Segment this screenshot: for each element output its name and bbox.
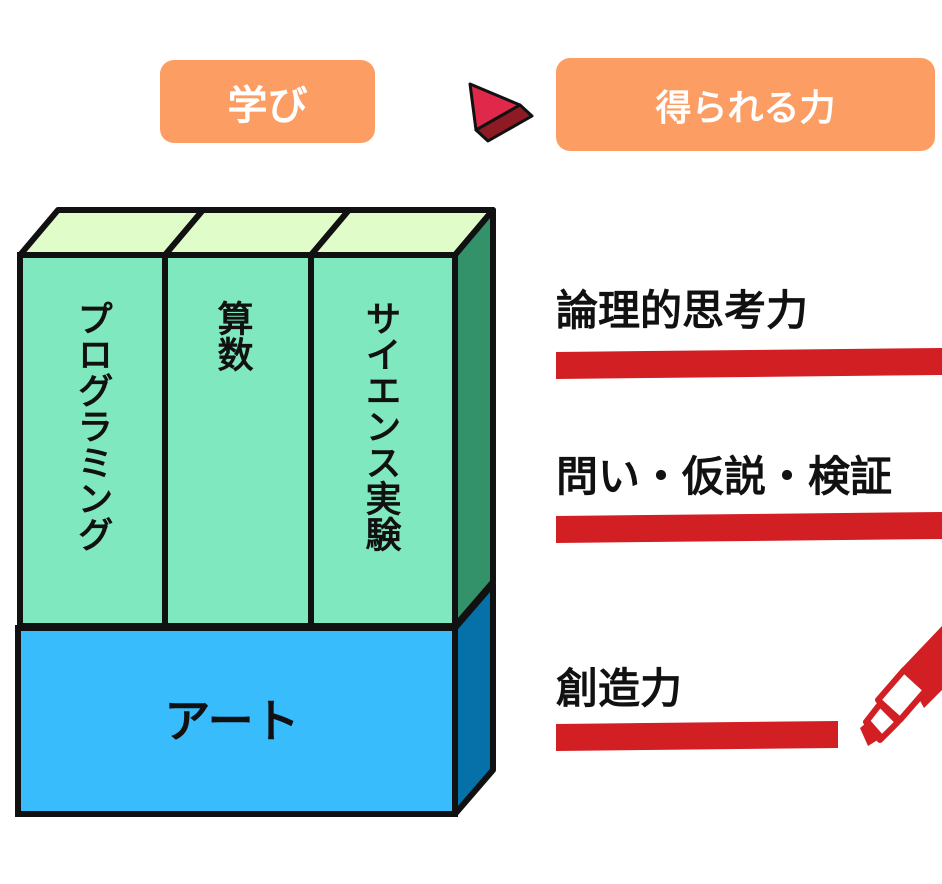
skill-label-question-hypothesis: 問い・仮説・検証 bbox=[556, 452, 893, 501]
underline-3 bbox=[556, 721, 838, 751]
arrow-icon bbox=[468, 82, 534, 143]
base-side bbox=[452, 581, 496, 817]
column-label-3: サイエンス実験 bbox=[360, 300, 402, 552]
marker-pen-icon bbox=[860, 626, 942, 746]
column-label-1: プログラミング bbox=[72, 300, 113, 552]
underline-1 bbox=[556, 348, 942, 379]
base-label: アート bbox=[164, 694, 299, 748]
power-header-label: 得られる力 bbox=[655, 87, 836, 129]
column-side bbox=[452, 207, 496, 629]
column-front-2 bbox=[162, 252, 314, 629]
power-header: 得られる力 bbox=[556, 58, 935, 151]
skill-label-logical-thinking: 論理的思考力 bbox=[556, 286, 809, 335]
base-front bbox=[15, 625, 458, 817]
learn-header-label: 学び bbox=[227, 82, 308, 129]
column-label-2: 算数 bbox=[212, 300, 254, 372]
underline-2 bbox=[556, 512, 942, 543]
column-front-3 bbox=[308, 252, 458, 629]
column-front-1 bbox=[17, 252, 168, 629]
learn-header: 学び bbox=[160, 60, 375, 143]
skill-label-creativity: 創造力 bbox=[556, 664, 683, 713]
